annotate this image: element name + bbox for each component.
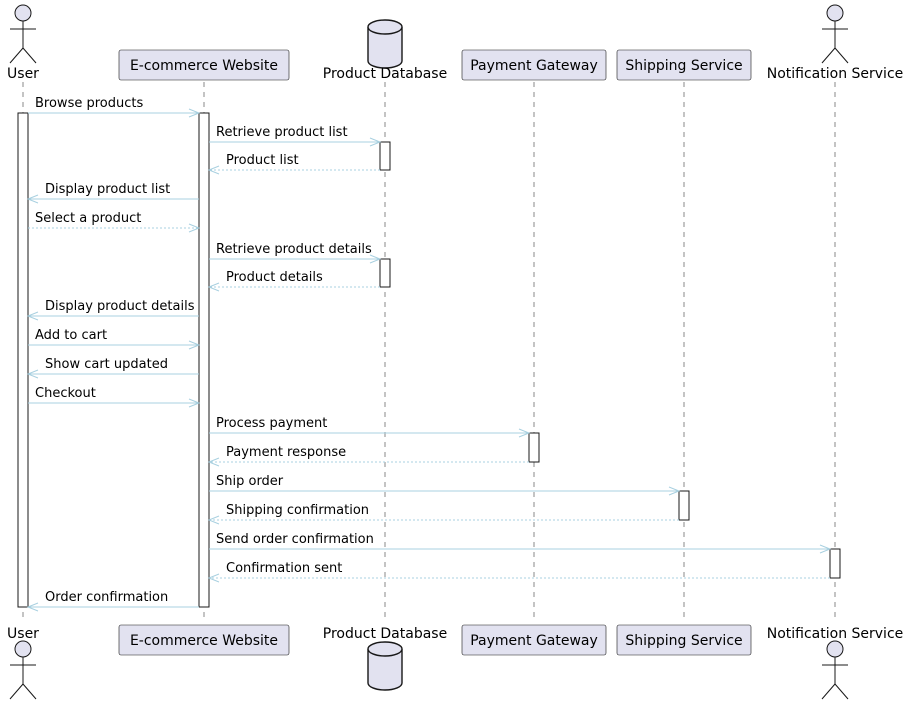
message-9: Add to cart — [28, 328, 201, 350]
participant-user-bottom: User — [7, 626, 39, 700]
activation-notif — [829, 548, 841, 579]
participant-label: Notification Service — [767, 626, 904, 642]
participant-label: E-commerce Website — [130, 58, 278, 74]
participant-label: Payment Gateway — [470, 58, 598, 74]
message-label: Product list — [226, 153, 299, 168]
message-label: Shipping confirmation — [226, 503, 369, 518]
arrowhead-icon — [26, 194, 39, 204]
participant-user-top: User — [7, 4, 39, 82]
message-label: Ship order — [216, 474, 284, 489]
arrowhead-icon — [668, 486, 681, 496]
participant-web-top: E-commerce Website — [118, 49, 290, 81]
participant-notif-top: Notification Service — [767, 4, 904, 82]
message-8: Display product details — [26, 299, 199, 321]
message-11: Checkout — [28, 386, 201, 408]
arrowhead-icon — [188, 108, 201, 118]
participant-db-top: Product Database — [323, 19, 447, 82]
message-label: Product details — [226, 270, 323, 285]
arrowhead-icon — [188, 398, 201, 408]
participant-label: Shipping Service — [625, 58, 742, 74]
activation-db — [379, 141, 391, 171]
arrowhead-icon — [188, 223, 201, 233]
arrowhead-icon — [518, 428, 531, 438]
arrowhead-icon — [207, 165, 220, 175]
arrowhead-icon — [207, 573, 220, 583]
arrowhead-icon — [26, 311, 39, 321]
message-1: Browse products — [28, 96, 201, 118]
participant-ship-bottom: Shipping Service — [616, 624, 752, 656]
participant-label: Shipping Service — [625, 633, 742, 649]
lifelines — [22, 82, 836, 622]
arrowhead-icon — [207, 457, 220, 467]
message-12: Process payment — [209, 416, 531, 438]
participant-pay-bottom: Payment Gateway — [461, 624, 607, 656]
message-label: Send order confirmation — [216, 532, 374, 547]
message-label: Confirmation sent — [226, 561, 342, 576]
message-16: Send order confirmation — [209, 532, 832, 554]
arrowhead-icon — [188, 340, 201, 350]
message-6: Retrieve product details — [209, 242, 382, 264]
message-label: Retrieve product details — [216, 242, 372, 257]
message-label: Add to cart — [35, 328, 107, 343]
participant-pay-top: Payment Gateway — [461, 49, 607, 81]
participant-label: Product Database — [323, 626, 447, 642]
activation-user — [17, 112, 29, 608]
participant-label: Product Database — [323, 66, 447, 82]
message-5: Select a product — [28, 211, 201, 233]
participant-web-bottom: E-commerce Website — [118, 624, 290, 656]
message-10: Show cart updated — [26, 357, 199, 379]
message-4: Display product list — [26, 182, 199, 204]
message-label: Select a product — [35, 211, 141, 226]
message-14: Ship order — [209, 474, 681, 496]
message-label: Payment response — [226, 445, 346, 460]
arrowhead-icon — [207, 282, 220, 292]
message-label: Checkout — [35, 386, 96, 401]
message-17: Confirmation sent — [207, 561, 830, 583]
participant-label: User — [7, 626, 39, 642]
participant-ship-top: Shipping Service — [616, 49, 752, 81]
message-label: Process payment — [216, 416, 327, 431]
participant-label: Notification Service — [767, 66, 904, 82]
message-3: Product list — [207, 153, 380, 175]
participant-db-bottom: Product Database — [323, 626, 447, 691]
activation-pay — [528, 432, 540, 463]
participant-label: User — [7, 66, 39, 82]
arrowhead-icon — [369, 254, 382, 264]
participant-label: Payment Gateway — [470, 633, 598, 649]
activations — [17, 112, 841, 608]
arrowhead-icon — [26, 602, 39, 612]
activation-ship — [678, 490, 690, 521]
message-label: Display product details — [45, 299, 195, 314]
message-label: Display product list — [45, 182, 170, 197]
participant-label: E-commerce Website — [130, 633, 278, 649]
activation-web — [198, 112, 210, 608]
arrowhead-icon — [369, 137, 382, 147]
message-label: Order confirmation — [45, 590, 168, 605]
message-15: Shipping confirmation — [207, 503, 679, 525]
message-label: Show cart updated — [45, 357, 168, 372]
arrowhead-icon — [207, 515, 220, 525]
message-18: Order confirmation — [26, 590, 199, 612]
arrowhead-icon — [26, 369, 39, 379]
message-label: Browse products — [35, 96, 143, 111]
message-2: Retrieve product list — [209, 125, 382, 147]
participant-notif-bottom: Notification Service — [767, 626, 904, 700]
arrowhead-icon — [819, 544, 832, 554]
message-7: Product details — [207, 270, 380, 292]
activation-db — [379, 258, 391, 288]
message-13: Payment response — [207, 445, 529, 467]
message-label: Retrieve product list — [216, 125, 348, 140]
